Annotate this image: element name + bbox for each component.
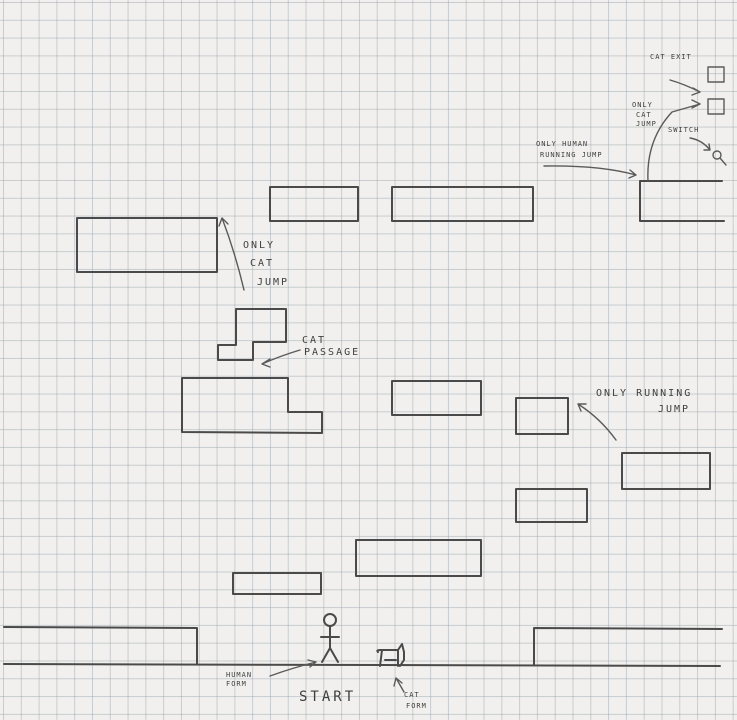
label-only-cat-jump-left-line2: CAT <box>250 258 275 269</box>
label-only-cat-jump-top-line3: JUMP <box>636 120 657 128</box>
platform-right-mid <box>515 397 569 435</box>
cat-exit-box-upper <box>707 66 725 83</box>
label-cat-exit: CAT EXIT <box>650 53 692 61</box>
right-ground-block <box>533 627 723 666</box>
label-only-human-running-jump-line1: ONLY HUMAN <box>536 140 589 148</box>
label-human-form-line2: FORM <box>226 680 247 688</box>
label-only-running-jump-line2: JUMP <box>658 404 691 415</box>
arrow-only-cat-jump-left <box>218 217 245 291</box>
platform-top-right <box>639 180 725 222</box>
arrow-only-running-jump <box>577 403 617 441</box>
label-only-cat-jump-left-line3: JUMP <box>257 277 290 288</box>
platform-top-small <box>269 186 359 222</box>
platform-low-middle <box>355 539 482 577</box>
platform-center-mid <box>391 380 482 416</box>
platform-low-left <box>232 572 322 595</box>
platform-top-left <box>76 217 218 273</box>
label-start: START <box>299 689 357 705</box>
label-cat-passage-line1: CAT <box>302 335 327 346</box>
switch-icon <box>712 150 727 166</box>
human-form-figure <box>320 613 340 663</box>
arrow-only-cat-jump-top <box>647 99 701 182</box>
cat-passage-block <box>217 308 287 361</box>
cat-form-figure <box>376 643 405 667</box>
arrow-switch <box>689 137 711 151</box>
label-cat-passage-line2: PASSAGE <box>304 347 361 358</box>
label-only-cat-jump-top-line1: ONLY <box>632 101 653 109</box>
label-only-human-running-jump-line2: RUNNING JUMP <box>540 151 603 159</box>
label-only-running-jump-line1: ONLY RUNNING <box>596 388 693 399</box>
label-switch: SWITCH <box>668 126 700 134</box>
label-only-cat-jump-top-line2: CAT <box>636 111 652 119</box>
platform-top-wide <box>391 186 534 222</box>
platform-right-lower <box>515 488 588 523</box>
arrow-cat-exit <box>669 79 701 96</box>
left-ground-block <box>3 626 198 665</box>
ground-line <box>3 663 721 667</box>
label-cat-form-line1: CAT <box>404 691 420 699</box>
label-human-form-line1: HUMAN <box>226 671 253 679</box>
cat-exit-box-lower <box>707 98 725 115</box>
arrow-cat-passage <box>261 349 301 368</box>
label-cat-form-line2: FORM <box>406 702 427 710</box>
label-only-cat-jump-left-line1: ONLY <box>243 240 276 251</box>
arrow-human-form <box>269 659 317 677</box>
platform-right-step <box>621 452 711 490</box>
arrow-cat-form <box>393 677 405 693</box>
arrow-only-human-running-jump <box>543 165 637 179</box>
platform-l-shape <box>181 377 323 434</box>
